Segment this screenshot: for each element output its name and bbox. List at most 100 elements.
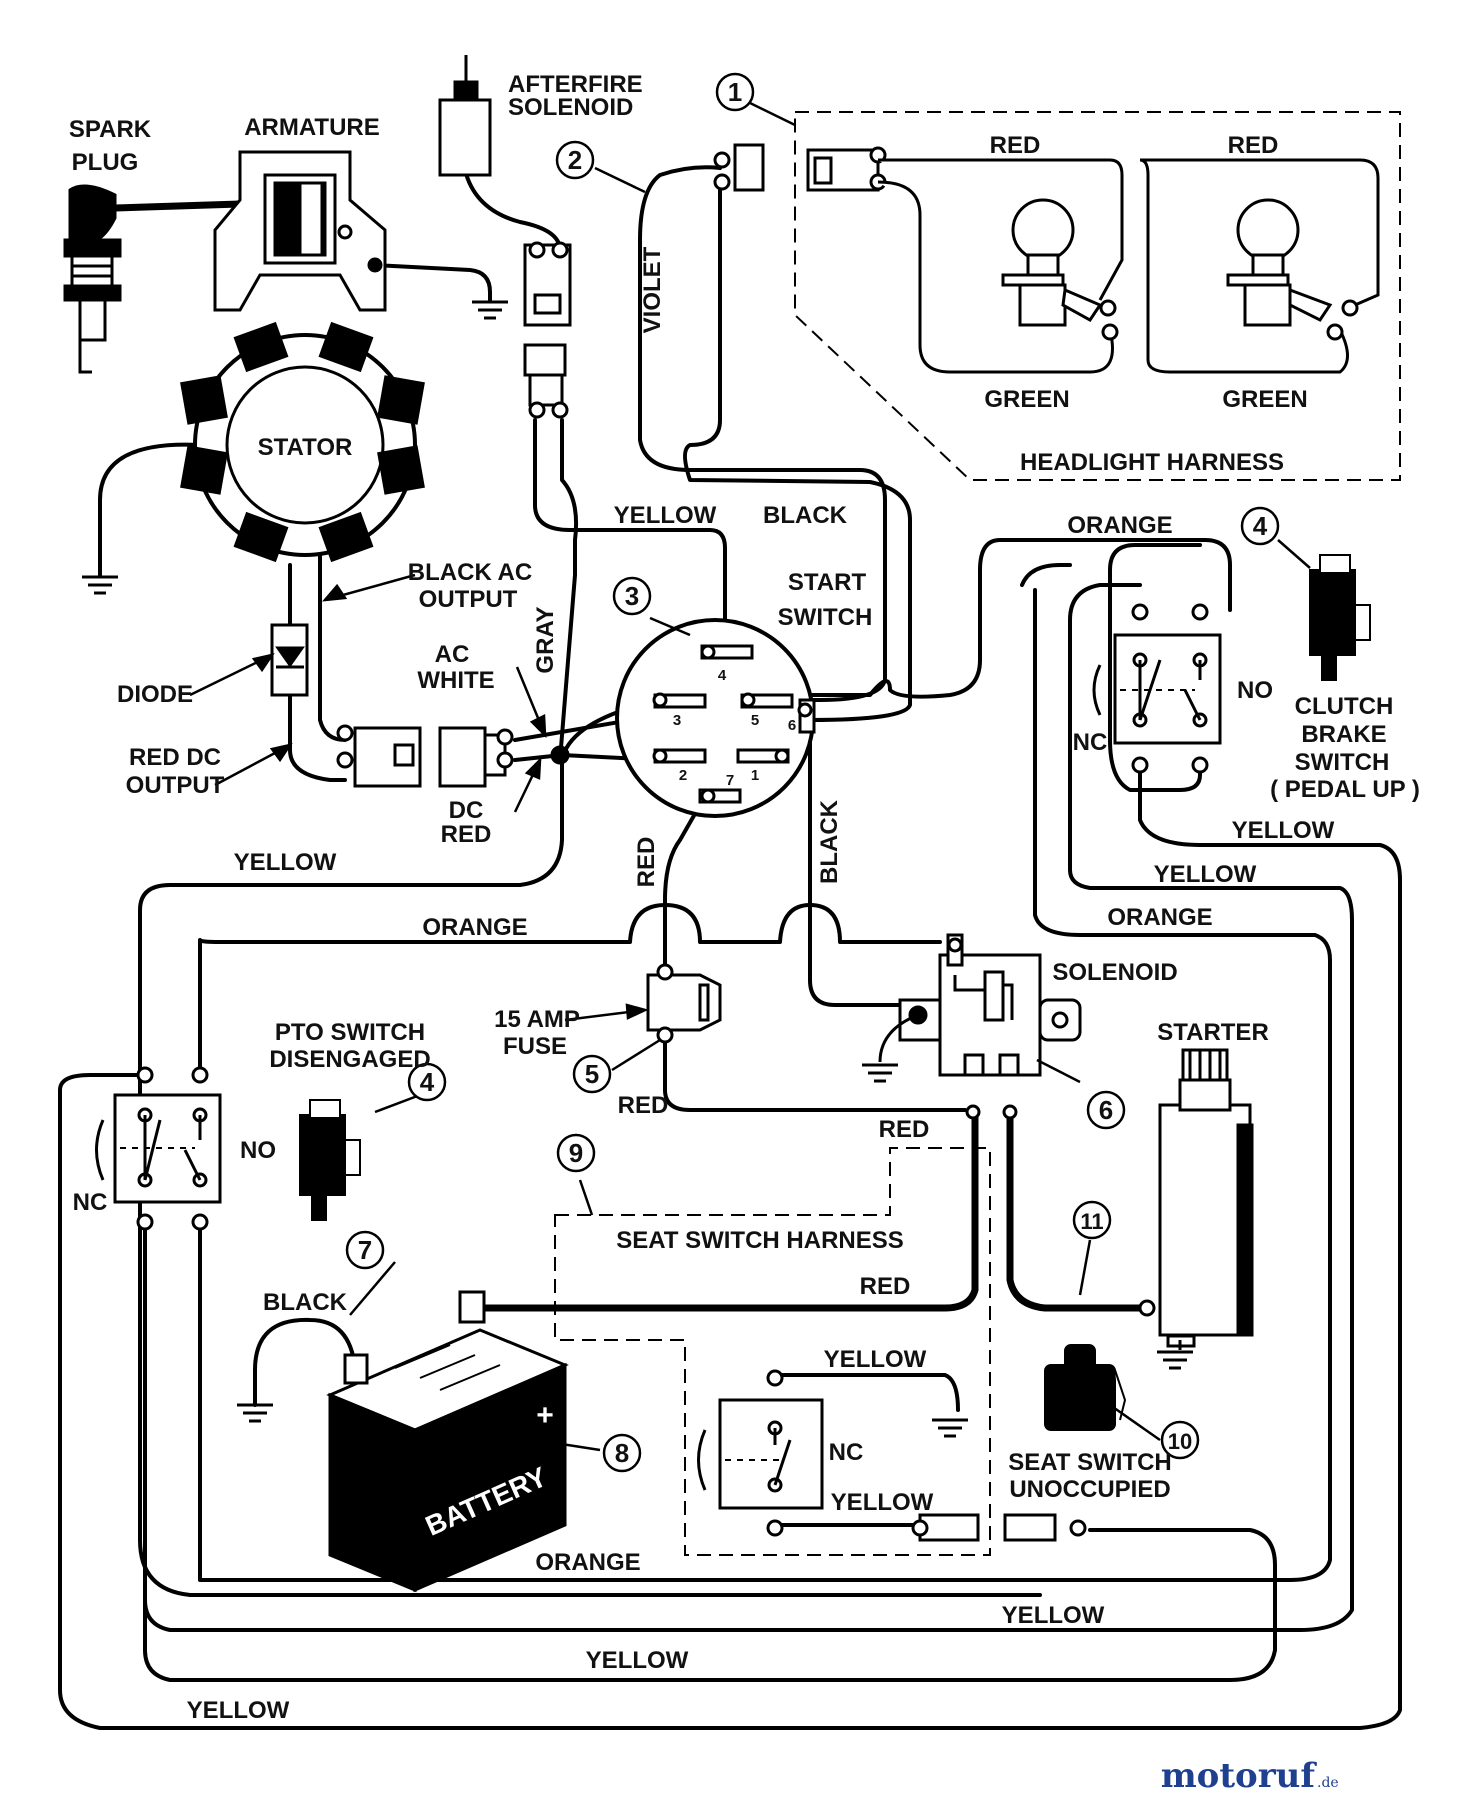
headlights bbox=[713, 143, 1380, 374]
label-orange-top: ORANGE bbox=[1067, 512, 1172, 539]
label-red-dc-output-2: OUTPUT bbox=[126, 772, 225, 799]
label-headlight-harness: HEADLIGHT HARNESS bbox=[1020, 449, 1284, 476]
label-afterfire-1: AFTERFIRE bbox=[508, 71, 643, 98]
seat-switch bbox=[697, 1369, 1087, 1542]
callout-3: 3 bbox=[625, 581, 639, 611]
callouts bbox=[345, 72, 1311, 1473]
label-orange-mid: ORANGE bbox=[422, 914, 527, 941]
label-start-switch-2: SWITCH bbox=[778, 604, 873, 631]
label-black-battery: BLACK bbox=[263, 1289, 348, 1316]
label-yellow-left: YELLOW bbox=[234, 849, 337, 876]
label-diode: DIODE bbox=[117, 681, 193, 708]
battery bbox=[326, 1290, 569, 1593]
pin-3: 3 bbox=[673, 712, 681, 729]
label-clutch-1: CLUTCH bbox=[1295, 693, 1394, 720]
start-switch bbox=[615, 618, 816, 818]
label-red-headlight-1: RED bbox=[990, 132, 1041, 159]
label-spark-plug-2: PLUG bbox=[72, 149, 139, 176]
label-red-vertical: RED bbox=[633, 837, 660, 888]
watermark-text: motoruf bbox=[1161, 1756, 1318, 1796]
ground-leads bbox=[878, 1013, 1182, 1350]
label-green-2: GREEN bbox=[1222, 386, 1307, 413]
label-green-1: GREEN bbox=[984, 386, 1069, 413]
label-yellow-seat-2: YELLOW bbox=[831, 1489, 934, 1516]
label-armature: ARMATURE bbox=[244, 114, 380, 141]
label-violet: VIOLET bbox=[639, 246, 666, 333]
spark-plug bbox=[63, 184, 122, 374]
label-solenoid: SOLENOID bbox=[1052, 959, 1177, 986]
armature bbox=[213, 150, 387, 312]
clutch-brake-switch bbox=[1092, 603, 1222, 774]
label-red-dc-output-1: RED DC bbox=[129, 744, 221, 771]
label-starter: STARTER bbox=[1157, 1019, 1269, 1046]
callout-11: 11 bbox=[1080, 1209, 1103, 1234]
label-yellow-clutch-2: YELLOW bbox=[1154, 861, 1257, 888]
label-clutch-2: BRAKE bbox=[1301, 721, 1386, 748]
label-black-ac-output-2: OUTPUT bbox=[419, 586, 518, 613]
callout-1: 1 bbox=[728, 77, 742, 107]
harness-outlines bbox=[554, 111, 1401, 1556]
label-ac-white-2: WHITE bbox=[417, 667, 494, 694]
label-yellow-clutch-1: YELLOW bbox=[1232, 817, 1335, 844]
label-fuse-2: FUSE bbox=[503, 1033, 567, 1060]
label-black-ac-output-1: BLACK AC bbox=[408, 559, 532, 586]
callout-10: 10 bbox=[1168, 1429, 1192, 1454]
label-no-clutch: NO bbox=[1237, 677, 1273, 704]
label-black-top: BLACK bbox=[763, 502, 848, 529]
label-nc-pto: NC bbox=[73, 1189, 108, 1216]
callout-numbers: 1 2 3 4 4 5 6 7 8 9 10 11 bbox=[358, 77, 1268, 1468]
seat-switch-part bbox=[1044, 1344, 1127, 1431]
label-yellow-bottom-1: YELLOW bbox=[1002, 1602, 1105, 1629]
starter-motor bbox=[1138, 1048, 1254, 1348]
pointer-arrows bbox=[189, 573, 649, 1022]
callout-8: 8 bbox=[615, 1438, 629, 1468]
pin-7: 7 bbox=[726, 772, 734, 789]
clutch-switch-part bbox=[1309, 554, 1371, 681]
label-seat-switch-1: SEAT SWITCH bbox=[1008, 1449, 1172, 1476]
diode bbox=[270, 623, 309, 697]
callout-9: 9 bbox=[569, 1138, 583, 1168]
label-start-switch-1: START bbox=[788, 569, 867, 596]
label-seat-switch-harness: SEAT SWITCH HARNESS bbox=[616, 1227, 904, 1254]
label-fuse-1: 15 AMP bbox=[494, 1006, 580, 1033]
label-spark-plug-1: SPARK bbox=[69, 116, 152, 143]
label-stator: STATOR bbox=[258, 434, 353, 461]
label-red-battery: RED bbox=[860, 1273, 911, 1300]
label-dc-red-1: DC bbox=[449, 797, 484, 824]
pin-2: 2 bbox=[679, 767, 687, 784]
label-orange-right: ORANGE bbox=[1107, 904, 1212, 931]
label-yellow-bottom-3: YELLOW bbox=[187, 1697, 290, 1724]
afterfire-solenoid bbox=[438, 55, 572, 419]
label-nc-clutch: NC bbox=[1073, 729, 1108, 756]
label-yellow-top: YELLOW bbox=[614, 502, 717, 529]
callout-4-clutch: 4 bbox=[1253, 511, 1268, 541]
fuse-15-amp bbox=[646, 963, 722, 1044]
pto-switch-part bbox=[299, 1099, 361, 1221]
pin-1: 1 bbox=[751, 767, 759, 784]
watermark-suffix: .de bbox=[1317, 1775, 1339, 1791]
label-seat-switch-2: UNOCCUPIED bbox=[1009, 1476, 1170, 1503]
label-red-headlight-2: RED bbox=[1228, 132, 1279, 159]
pin-5: 5 bbox=[751, 712, 759, 729]
label-black-vertical: BLACK bbox=[816, 799, 843, 884]
label-plus: + bbox=[536, 1399, 554, 1432]
label-red-solenoid: RED bbox=[879, 1116, 930, 1143]
wires bbox=[58, 165, 1402, 1730]
starter-solenoid bbox=[898, 933, 1082, 1120]
callout-5: 5 bbox=[585, 1059, 599, 1089]
callout-7: 7 bbox=[358, 1235, 372, 1265]
label-red-fuse: RED bbox=[618, 1092, 669, 1119]
label-nc-seat: NC bbox=[829, 1439, 864, 1466]
label-clutch-4: ( PEDAL UP ) bbox=[1270, 776, 1420, 803]
callout-6: 6 bbox=[1099, 1095, 1113, 1125]
watermark: motoruf .de bbox=[1161, 1756, 1339, 1796]
label-gray: GRAY bbox=[532, 606, 559, 673]
label-no-pto: NO bbox=[240, 1137, 276, 1164]
label-clutch-3: SWITCH bbox=[1295, 749, 1390, 776]
start-switch-pin-labels: 4 3 5 6 2 7 1 bbox=[673, 667, 796, 789]
label-yellow-bottom-2: YELLOW bbox=[586, 1647, 689, 1674]
pin-4: 4 bbox=[718, 667, 727, 684]
label-ac-white-1: AC bbox=[435, 641, 470, 668]
pto-switch bbox=[95, 1066, 222, 1231]
